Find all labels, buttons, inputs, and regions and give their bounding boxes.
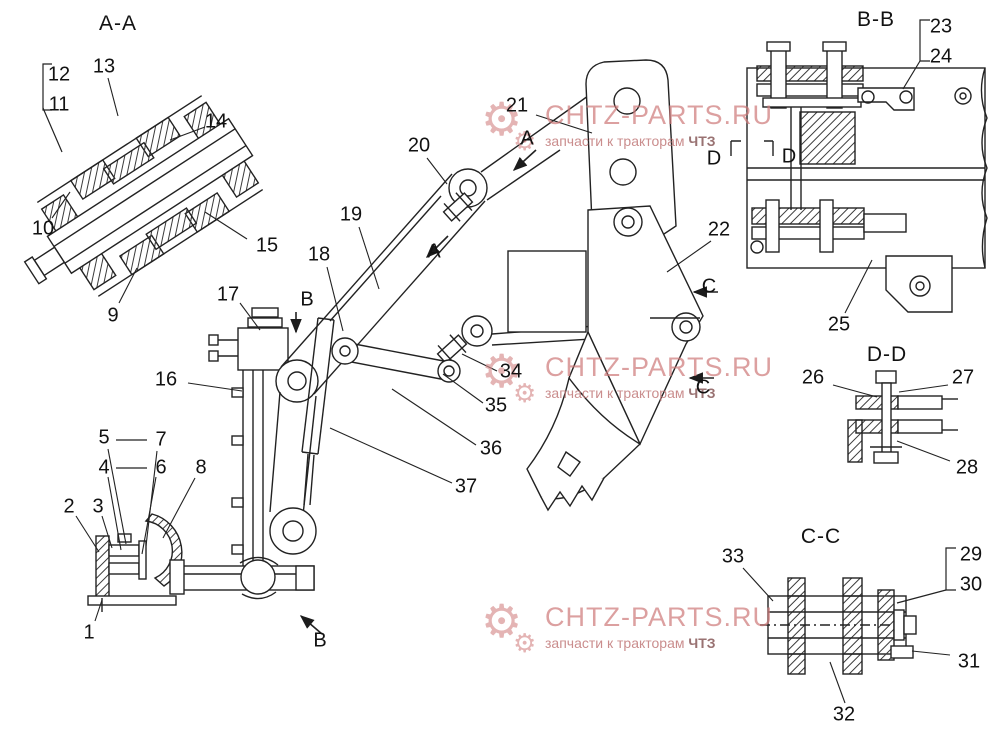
mount-frame-drawing bbox=[208, 307, 289, 569]
section-bb-drawing bbox=[730, 41, 988, 313]
bucket-drawing bbox=[507, 59, 704, 512]
callout-brackets bbox=[42, 19, 956, 604]
lower-bracket-drawing bbox=[169, 556, 315, 600]
section-aa-drawing bbox=[23, 95, 264, 297]
section-cc-drawing bbox=[760, 577, 920, 675]
section-dd-drawing bbox=[847, 370, 958, 464]
leader-lines bbox=[51, 77, 951, 704]
boom-arm-drawing bbox=[269, 95, 675, 555]
view-arrows bbox=[290, 149, 718, 635]
